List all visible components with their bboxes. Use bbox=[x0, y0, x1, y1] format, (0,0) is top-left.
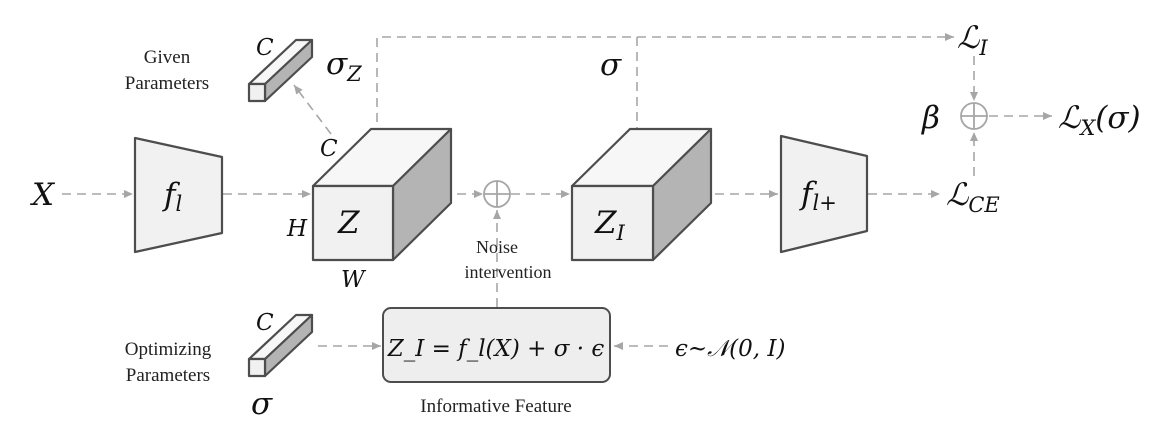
dim-w-label: W bbox=[341, 267, 367, 293]
loss-x-label: ℒX(σ) bbox=[1058, 100, 1141, 140]
sigma-z-label: σZ bbox=[326, 46, 362, 86]
encoder-block: fl bbox=[133, 136, 224, 254]
formula-caption: Informative Feature bbox=[420, 396, 571, 417]
feature-cube-zi: ZI bbox=[570, 127, 713, 262]
cube-zi-front bbox=[570, 184, 655, 262]
epsilon-label: ϵ~𝒩(0, I) bbox=[675, 336, 785, 362]
given-bar-front bbox=[247, 82, 267, 103]
given-parameter-bar bbox=[247, 38, 314, 103]
given-c-label: C bbox=[256, 35, 274, 61]
arrow-z-to-li bbox=[376, 33, 954, 152]
cube-zi-label: ZI bbox=[594, 205, 626, 245]
formula-box bbox=[382, 307, 611, 383]
sigma-top-label: σ bbox=[600, 47, 622, 83]
loss-ce-label: ℒCE bbox=[946, 177, 1000, 217]
sum-node-icon bbox=[483, 180, 511, 208]
decoder-label: fl+ bbox=[799, 176, 837, 215]
feature-cube-z: Z bbox=[311, 127, 453, 262]
opt-c-label: C bbox=[256, 310, 274, 336]
input-x-label: X bbox=[30, 177, 56, 213]
optimizing-parameter-bar bbox=[247, 313, 314, 378]
beta-label: β bbox=[921, 100, 940, 136]
formula-text: Z_I = f_l(X) + σ · ϵ bbox=[387, 336, 605, 362]
combine-node-icon bbox=[960, 102, 988, 130]
dim-c-cube-label: C bbox=[320, 136, 338, 162]
loss-i-label: ℒI bbox=[957, 20, 988, 60]
decoder-trapezoid bbox=[779, 134, 869, 254]
dim-h-label: H bbox=[286, 216, 308, 242]
decoder-block: fl+ bbox=[779, 134, 869, 254]
cube-z-front bbox=[311, 184, 395, 262]
opt-sigma-label: σ bbox=[251, 386, 273, 422]
encoder-trapezoid bbox=[133, 136, 224, 254]
cube-z-label: Z bbox=[337, 205, 360, 241]
opt-bar-front bbox=[247, 357, 267, 378]
arrow-z-to-sigma-z bbox=[293, 84, 332, 135]
